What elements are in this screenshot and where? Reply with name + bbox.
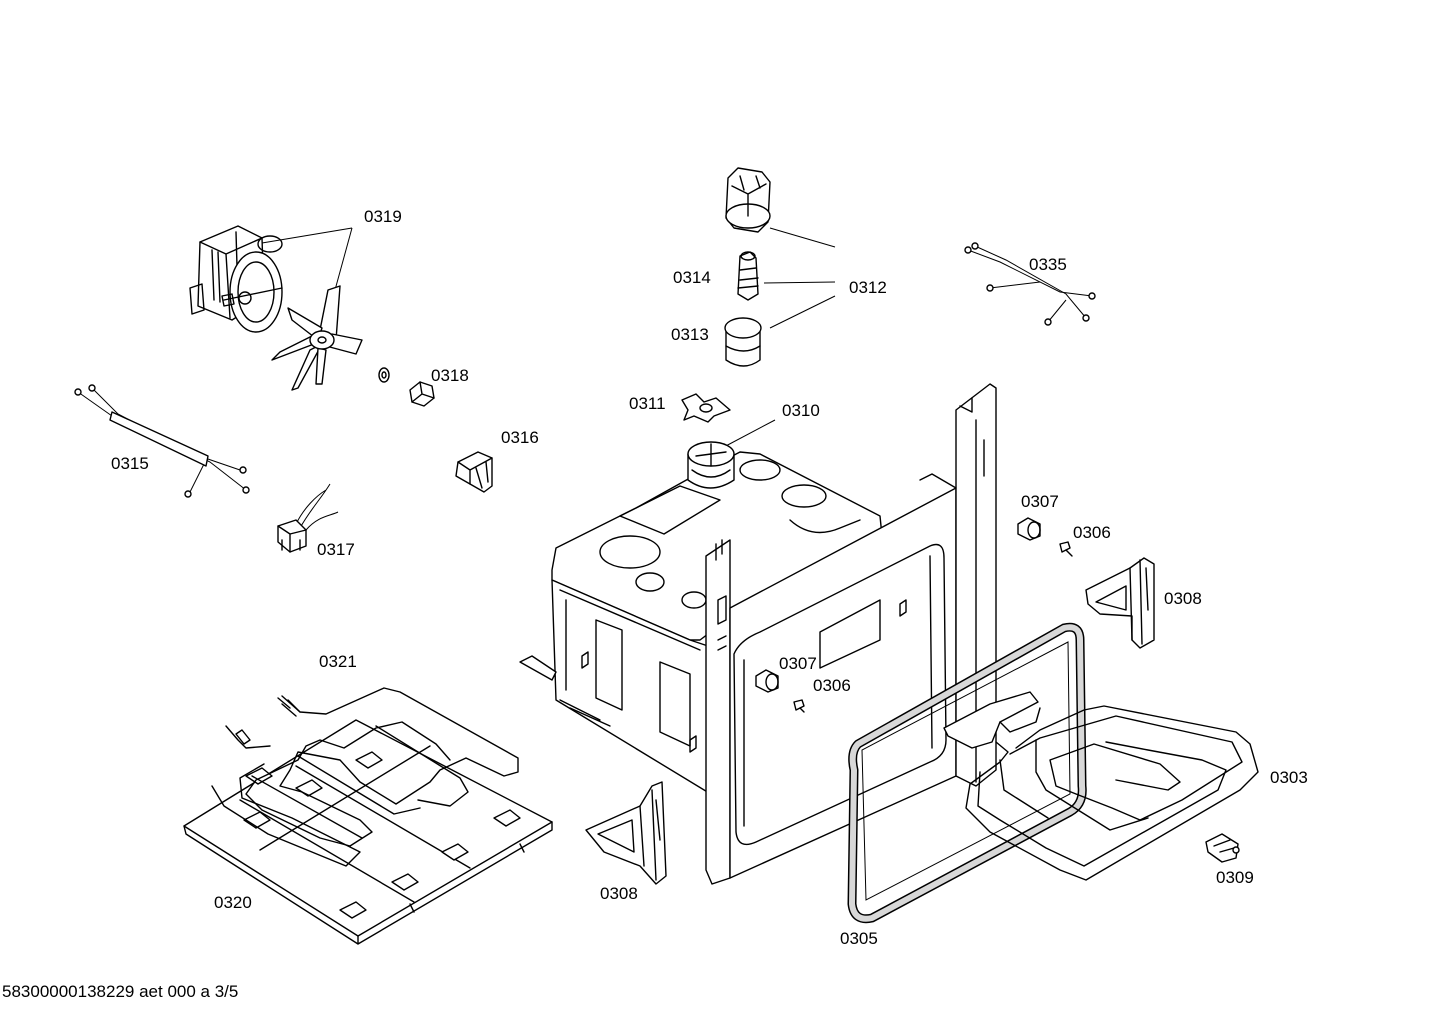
side-bracket-part-left [585, 781, 667, 885]
part-label-0308-right: 0308 [1164, 589, 1202, 608]
part-label-0335: 0335 [1029, 255, 1067, 274]
leader-lines [261, 227, 836, 449]
part-label-0321: 0321 [319, 652, 357, 671]
part-label-0306-right: 0306 [1073, 523, 1111, 542]
part-label-0319: 0319 [364, 207, 402, 226]
cable-part [964, 242, 1096, 326]
small-bracket-part [1205, 833, 1240, 863]
grill-element-part [943, 691, 1259, 881]
part-label-0307-center: 0307 [779, 654, 817, 673]
fan-blade-part [271, 285, 363, 391]
screw-part-center [793, 699, 805, 713]
lamp-cover-part [724, 317, 762, 367]
part-label-0306-center: 0306 [813, 676, 851, 695]
part-label-0314: 0314 [673, 268, 711, 287]
part-label-0311: 0311 [629, 394, 666, 413]
nut-part [378, 367, 435, 407]
lamp-bulb-part [737, 251, 759, 301]
part-label-0313: 0313 [671, 325, 709, 344]
cable-harness-part [74, 384, 250, 498]
screw-part-right [1059, 541, 1073, 557]
lamp-socket-part-center [755, 669, 779, 693]
lower-heating-element-part [211, 687, 519, 867]
part-label-0315: 0315 [111, 454, 149, 473]
oven-cavity-part [519, 383, 997, 885]
part-label-0303: 0303 [1270, 768, 1308, 787]
clip-part [681, 393, 731, 423]
thermostat-bracket-part [455, 451, 493, 493]
part-label-0310: 0310 [782, 401, 820, 420]
part-label-0318: 0318 [431, 366, 469, 385]
part-label-0317: 0317 [317, 540, 355, 559]
part-label-0307-right: 0307 [1021, 492, 1059, 511]
lamp-holder-part [725, 167, 771, 233]
part-label-0316: 0316 [501, 428, 539, 447]
part-label-0320: 0320 [214, 893, 252, 912]
door-gasket-part [847, 622, 1087, 924]
part-label-0308-left: 0308 [600, 884, 638, 903]
lamp-socket-part-right [1017, 517, 1041, 541]
part-label-0305: 0305 [840, 929, 878, 948]
fan-motor-part [189, 225, 283, 333]
terminal-block-part [277, 483, 339, 553]
side-bracket-part-right [1085, 557, 1155, 649]
document-reference-number: 58300000138229 aet 000 a 3/5 [2, 982, 239, 1001]
part-label-0312: 0312 [849, 278, 887, 297]
part-label-0309: 0309 [1216, 868, 1254, 887]
